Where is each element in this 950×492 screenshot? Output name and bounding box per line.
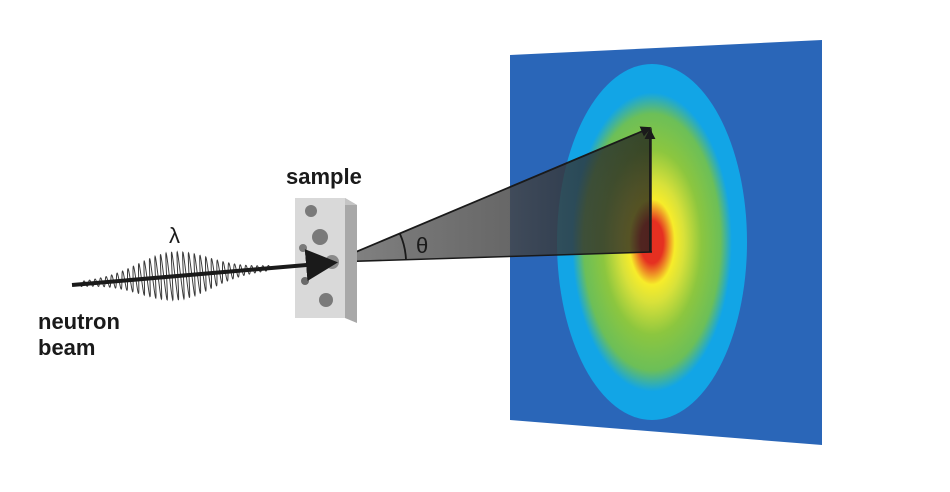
angle-label: θ	[416, 233, 428, 258]
pore	[319, 293, 333, 307]
beam-label-line2: beam	[38, 335, 95, 360]
pore	[305, 205, 317, 217]
wavelength-label: λ	[169, 223, 180, 248]
pore	[301, 277, 309, 285]
pore	[312, 229, 328, 245]
angle-arc	[399, 233, 407, 261]
transmitted-ray	[331, 251, 653, 263]
pore	[299, 244, 307, 252]
scattered-ray-upper	[331, 126, 652, 263]
beam-label-line1: neutron	[38, 309, 120, 334]
sample-side-face	[345, 198, 357, 323]
sample-block	[295, 198, 357, 323]
sample-label: sample	[286, 164, 362, 189]
incident-beam	[71, 249, 338, 287]
